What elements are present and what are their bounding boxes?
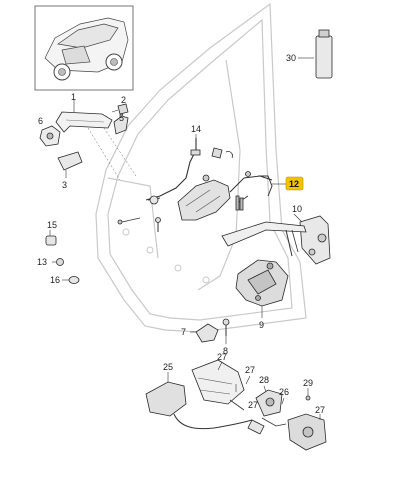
bottom-actuator-assembly	[145, 359, 327, 451]
callout-27-d: 27	[248, 400, 258, 410]
highlight-badge-12	[285, 176, 304, 191]
part-8-screw: 8	[222, 318, 230, 356]
part-13-screw: 13	[37, 257, 64, 267]
part-3-trim-piece: 3	[57, 151, 83, 190]
callout-8: 8	[223, 346, 228, 356]
part-12-connecting-rod: 12	[258, 175, 304, 197]
callout-5: 5	[119, 113, 124, 123]
callout-25: 25	[163, 362, 173, 372]
part-7-bolt: 7	[181, 323, 219, 343]
inner-handle-lever	[221, 221, 307, 257]
vehicle-thumbnail	[34, 5, 134, 91]
callout-3: 3	[62, 180, 67, 190]
part-5-handle-bracket: 5	[111, 103, 129, 123]
part-30-spray-can: 30	[286, 29, 333, 79]
lock-mechanism-assembly	[147, 171, 273, 221]
callout-6: 6	[38, 116, 43, 126]
part-6-lock-cap: 6	[38, 116, 61, 147]
callout-27-b: 27	[245, 365, 255, 375]
callout-10: 10	[292, 204, 302, 214]
handle-guide-lines	[87, 127, 137, 181]
part-fasteners-center	[117, 217, 161, 232]
callout-30: 30	[286, 53, 296, 63]
part-16-grommet: 16	[50, 275, 80, 285]
callouts-bottom: 25 27 27 28 26 29 27 27	[163, 352, 325, 420]
part-9-door-lock: 9	[235, 259, 289, 330]
callout-2: 2	[121, 95, 126, 105]
callout-15: 15	[47, 220, 57, 230]
callout-26: 26	[279, 387, 289, 397]
part-1-outer-door-handle: 1	[55, 92, 113, 133]
part-14-cable: 14	[145, 124, 201, 201]
callout-29: 29	[303, 378, 313, 388]
callout-9: 9	[259, 320, 264, 330]
callout-27-a: 27	[217, 352, 227, 362]
callout-12: 12	[289, 179, 299, 189]
part-10-hinge-bracket: 10	[292, 204, 331, 265]
part-11-clip	[211, 147, 233, 159]
callout-16: 16	[50, 275, 60, 285]
callout-13: 13	[37, 257, 47, 267]
callout-27-c: 27	[315, 405, 325, 415]
callout-14: 14	[191, 124, 201, 134]
callout-7: 7	[181, 327, 186, 337]
callout-28: 28	[259, 375, 269, 385]
callout-1: 1	[71, 92, 76, 102]
part-15-plug: 15	[45, 220, 57, 246]
